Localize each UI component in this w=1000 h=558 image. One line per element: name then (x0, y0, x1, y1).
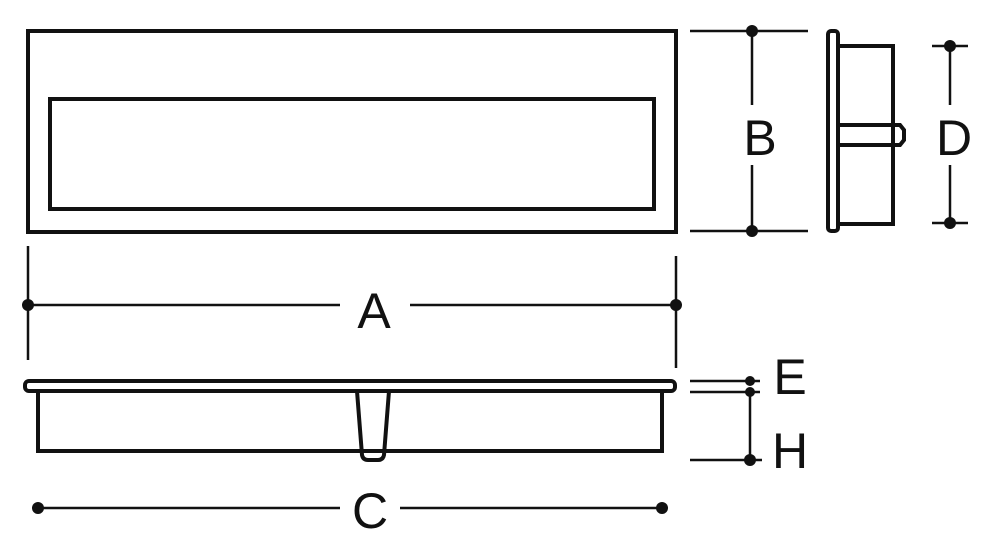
label-a: A (357, 283, 391, 339)
dimension-b: B (690, 25, 808, 237)
top-view-outer-frame (26, 29, 678, 234)
side-view-body (836, 44, 895, 226)
side-view (826, 29, 906, 233)
dimension-a-arrow-left (22, 299, 34, 311)
dimension-c-arrow-right (656, 502, 668, 514)
dimension-a-arrow-right (670, 299, 682, 311)
dimension-e-arrow-top (745, 376, 755, 386)
top-view-inner-opening (48, 97, 656, 211)
dimension-a: A (22, 246, 682, 368)
dimension-b-arrow-bottom (746, 225, 758, 237)
dimension-c: C (32, 483, 668, 539)
dimension-d: D (932, 40, 972, 229)
dimension-b-arrow-top (746, 25, 758, 37)
dimension-c-arrow-left (32, 502, 44, 514)
front-view-rib (355, 390, 391, 462)
top-view (26, 29, 678, 234)
dimension-d-arrow-top (944, 40, 956, 52)
front-view (23, 379, 677, 462)
dimension-d-arrow-bottom (944, 217, 956, 229)
front-view-body (36, 389, 664, 453)
label-e: E (773, 349, 806, 405)
side-view-rib (838, 123, 906, 147)
label-d: D (936, 110, 972, 166)
label-c: C (352, 483, 388, 539)
dimension-h: H (690, 392, 808, 479)
dimension-e: E (690, 349, 807, 405)
label-h: H (772, 423, 808, 479)
label-b: B (743, 110, 776, 166)
dimension-h-arrow-bottom (744, 454, 756, 466)
